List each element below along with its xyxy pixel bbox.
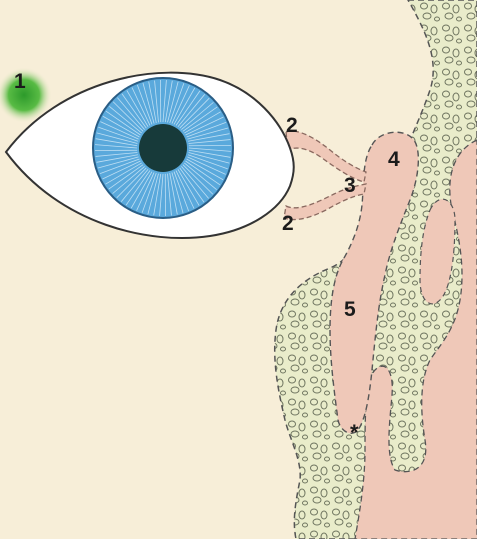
- pupil: [139, 124, 187, 172]
- label-nasolacrimal-duct: 5: [344, 298, 356, 321]
- label-canaliculus-junction: 3: [344, 174, 356, 197]
- label-tear-gland: 1: [14, 70, 26, 93]
- label-lacrimal-sac: 4: [388, 148, 400, 171]
- label-duct-opening-marker: *: [350, 420, 359, 445]
- label-punctum-lower: 2: [282, 212, 294, 235]
- label-punctum-upper: 2: [286, 114, 298, 137]
